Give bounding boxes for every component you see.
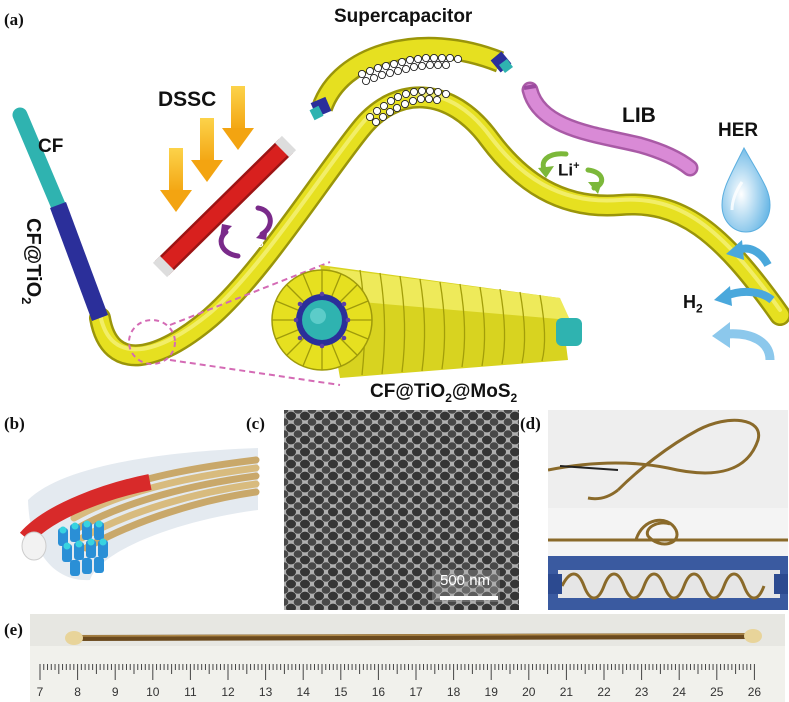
li-plus-main: Li [558, 160, 574, 180]
light-arrow-icon [222, 86, 254, 150]
ruler-tick-label: 23 [635, 685, 649, 699]
fiber-bundle-diagram [19, 448, 260, 581]
lib-fiber [521, 81, 699, 177]
ruler-tick-label: 26 [748, 685, 762, 699]
ruler-tick-labels: 7 8 9 10 11 12 13 14 15 16 17 18 19 20 21 22 23 24 25 26 [37, 685, 762, 699]
redox-arrows-icon [218, 205, 273, 259]
composite-p2: @MoS [451, 381, 511, 402]
fiber-on-ruler-photo: 7 8 9 10 11 12 13 14 15 16 17 18 19 20 21 22 23 24 25 26 [30, 614, 785, 702]
dssc-rod [152, 135, 297, 278]
zoom-circle [128, 319, 176, 365]
ruler-tick-label: 24 [673, 685, 687, 699]
composite-cylinder [271, 265, 582, 378]
ruler-tick-label: 10 [146, 685, 160, 699]
panel-e: (e) 7 8 9 10 11 12 13 14 15 16 17 18 19 20 21 22 23 24 25 2… [0, 612, 789, 702]
lib-label: LIB [622, 104, 656, 127]
light-arrow-icon [191, 118, 223, 182]
ruler-tick-label: 21 [560, 685, 574, 699]
scale-bar-label: 500 nm [440, 572, 491, 589]
composite-s1: 2 [445, 390, 452, 405]
ruler-tick-label: 8 [74, 685, 81, 699]
ruler-tick-label: 15 [334, 685, 348, 699]
panel-b: (b) [0, 410, 270, 610]
cf-tio2-sub: 2 [19, 297, 34, 305]
cf-tio2-main: CF@TiO [22, 218, 44, 298]
ion-circles [357, 53, 463, 86]
li-plus-sup: + [573, 160, 580, 172]
ruler-tick-label: 13 [259, 685, 273, 699]
ruler-tick-label: 20 [522, 685, 536, 699]
her-label: HER [718, 120, 759, 141]
panel-b-label: (b) [4, 414, 25, 433]
ruler-tick-label: 9 [112, 685, 119, 699]
h2-arrows-icon [712, 240, 775, 361]
panel-e-label: (e) [4, 620, 23, 639]
h2-sub: 2 [696, 301, 703, 316]
ruler-tick-label: 25 [710, 685, 724, 699]
supercapacitor-label: Supercapacitor [334, 6, 473, 27]
dssc-label: DSSC [158, 88, 217, 111]
ruler-tick-label: 17 [409, 685, 423, 699]
ion-circles [365, 86, 451, 127]
li-ion-arrows-icon [538, 151, 605, 194]
panel-c: (c) 500 nm [246, 410, 536, 610]
flexibility-photos [548, 410, 788, 610]
panel-a-label: (a) [4, 10, 24, 29]
ruler-tick-label: 22 [597, 685, 611, 699]
ruler-tick-label: 12 [221, 685, 235, 699]
ruler-tick-label: 19 [485, 685, 499, 699]
ruler-ticks [39, 664, 755, 680]
cf-segment [12, 107, 66, 213]
supercapacitor-fiber [309, 36, 513, 121]
light-arrow-icon [160, 148, 192, 212]
composite-p1: CF@TiO [370, 381, 446, 402]
panel-a: (a) CF CF@TiO2 DSSC Supercapacitor LIB H… [4, 6, 789, 405]
ruler-tick-label: 11 [184, 685, 197, 699]
ruler-tick-label: 16 [372, 685, 386, 699]
water-drop-icon [721, 146, 771, 233]
panel-d-label: (d) [520, 414, 541, 433]
zoom-leader-bottom [169, 359, 341, 386]
ruler-tick-label: 7 [37, 685, 44, 699]
li-plus-label: Li+ [558, 160, 580, 181]
cf-label: CF [38, 136, 64, 157]
composite-label: CF@TiO2@MoS2 [370, 381, 517, 405]
h2-label: H2 [683, 292, 703, 316]
panel-c-label: (c) [246, 414, 265, 433]
ruler-tick-label: 18 [447, 685, 461, 699]
tio2-segment [50, 202, 108, 321]
cf-tio2-label: CF@TiO2 [19, 218, 44, 304]
h2-main: H [683, 292, 696, 312]
panel-d: (d) [520, 410, 789, 610]
panel-a-diagram [12, 36, 789, 386]
sem-image [284, 410, 519, 610]
ruler-tick-label: 14 [297, 685, 311, 699]
composite-s2: 2 [510, 390, 518, 405]
zoom-leader-top [169, 261, 331, 326]
